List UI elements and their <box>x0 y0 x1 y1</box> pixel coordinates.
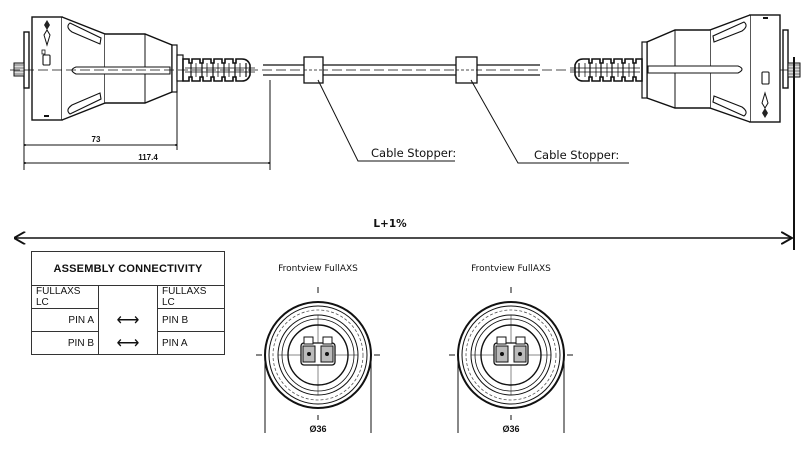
cable-stopper-left <box>303 56 324 84</box>
callout-label: Cable Stopper: <box>371 146 456 160</box>
cable-stopper-right <box>455 56 478 84</box>
header-left: FULLAXS LC <box>31 285 99 309</box>
table-header-row: FULLAXS LC FULLAXS LC <box>31 285 225 309</box>
lc-duplex-port-icon <box>493 336 529 366</box>
dimension-117-4-label: 117.4 <box>138 153 158 162</box>
table-row: PIN A ⟷ PIN B <box>31 308 225 332</box>
callout-cable-stopper-left: Cable Stopper: <box>317 79 456 162</box>
dimension-117-4: 117.4 <box>24 80 271 170</box>
header-right: FULLAXS LC <box>157 285 225 309</box>
header-mid <box>98 285 158 309</box>
diameter-label: Ø36 <box>309 424 326 434</box>
bidirectional-arrow-icon: ⟷ <box>98 308 158 332</box>
pin-right: PIN A <box>157 331 225 355</box>
front-view-1: Frontview FullAXS Ø36 <box>256 264 380 434</box>
front-view-2: Frontview FullAXS Ø36 <box>449 264 573 434</box>
overall-length-label: L+1% <box>373 218 407 230</box>
diameter-label: Ø36 <box>502 424 519 434</box>
callout-label: Cable Stopper: <box>534 148 619 162</box>
front-view-title: Frontview FullAXS <box>278 264 358 274</box>
pin-left: PIN A <box>31 308 99 332</box>
pin-left: PIN B <box>31 331 99 355</box>
dimension-overall-length: L+1% <box>14 218 792 238</box>
front-view-title: Frontview FullAXS <box>471 264 551 274</box>
bidirectional-arrow-icon: ⟷ <box>98 331 158 355</box>
lc-duplex-port-icon <box>300 336 336 366</box>
table-row: PIN B ⟷ PIN A <box>31 331 225 355</box>
right-connector <box>569 14 801 123</box>
left-connector <box>13 16 256 121</box>
dimension-73-label: 73 <box>92 135 101 144</box>
assembly-connectivity-table: ASSEMBLY CONNECTIVITY FULLAXS LC FULLAXS… <box>31 251 225 355</box>
callout-cable-stopper-right: Cable Stopper: <box>470 79 629 164</box>
table-title: ASSEMBLY CONNECTIVITY <box>31 251 225 286</box>
pin-right: PIN B <box>157 308 225 332</box>
dimension-73: 73 <box>23 88 178 170</box>
